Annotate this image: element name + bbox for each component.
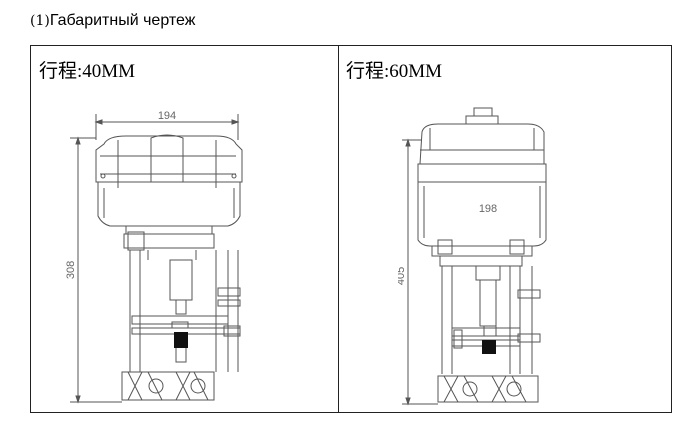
stroke-60-title: 行程:60MM	[346, 61, 443, 82]
section-title: Габаритный чертеж	[49, 12, 196, 29]
actuator-40mm-svg: 194 308	[66, 110, 243, 404]
width-dim-60: 198	[479, 203, 497, 215]
actuator-60mm-svg: 198 405	[398, 107, 547, 406]
drawing-table: 行程:40MM 行程:60MM	[30, 45, 672, 413]
drawing-60mm: 198 405	[398, 104, 566, 408]
table-divider	[338, 46, 339, 412]
height-dim-60: 405	[398, 267, 407, 285]
width-dim-40: 194	[158, 110, 176, 122]
stroke-40-title: 行程:40MM	[39, 61, 136, 82]
stem-nut-40	[174, 332, 188, 348]
height-dim-40: 308	[66, 261, 77, 279]
section-heading: (1)Габаритный чертеж	[30, 11, 195, 31]
stem-nut-60	[482, 340, 496, 354]
section-number: (1)	[30, 13, 50, 29]
drawing-40mm: 194 308	[66, 110, 272, 408]
